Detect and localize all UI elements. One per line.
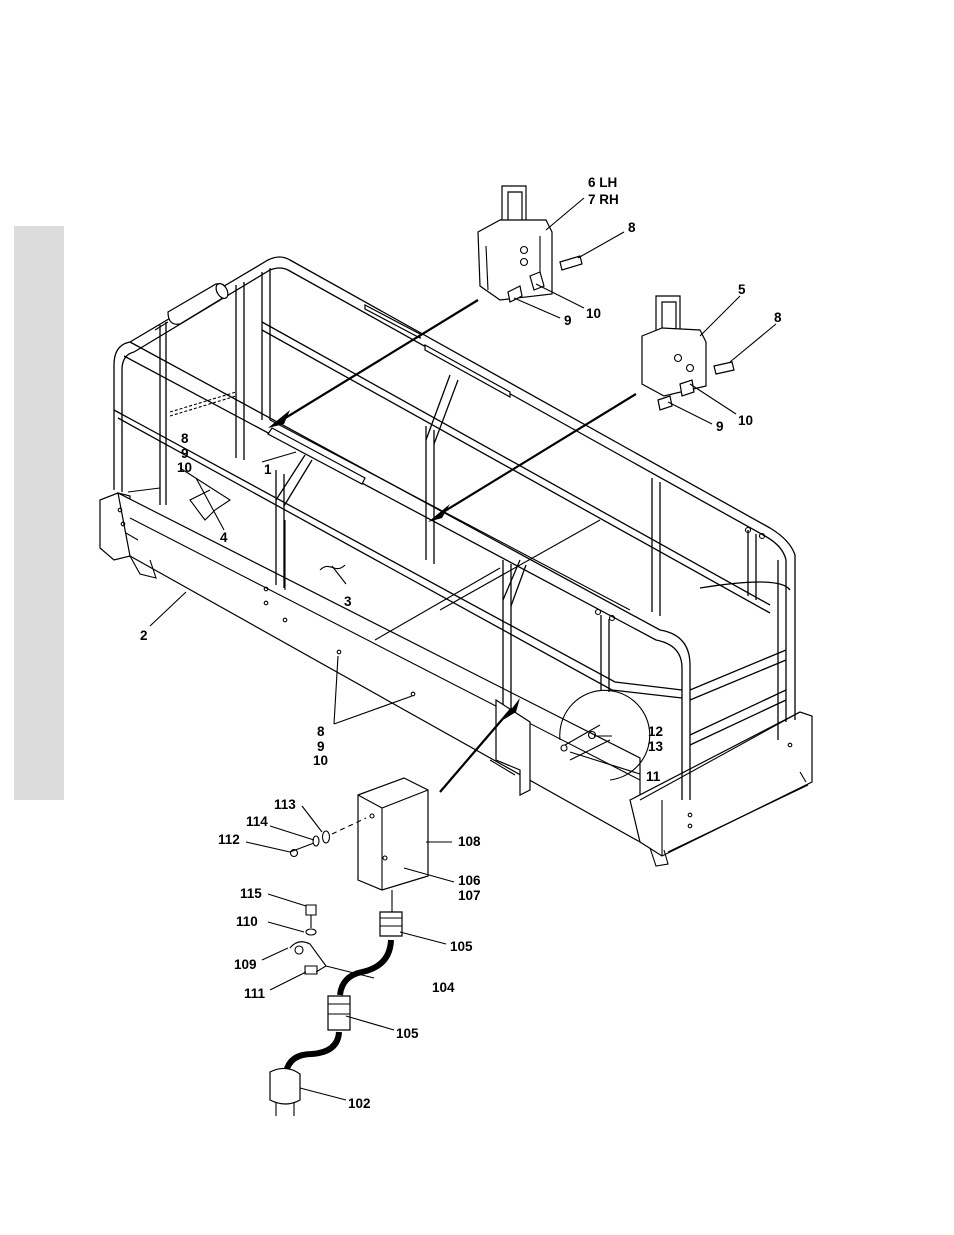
callout-12: 12 (648, 724, 663, 739)
callout-110: 110 (236, 914, 258, 929)
callout-8-left: 8 (181, 431, 189, 446)
callout-105-upper: 105 (450, 939, 473, 954)
callout-106: 106 (458, 873, 481, 888)
mounting-hardware (290, 818, 366, 974)
callout-13: 13 (648, 739, 664, 754)
callout-3: 3 (344, 594, 352, 609)
callout-102: 102 (348, 1096, 371, 1111)
junction-box (358, 778, 428, 890)
callout-5: 5 (738, 282, 746, 297)
callout-10-top: 10 (586, 306, 601, 321)
callout-105-lower: 105 (396, 1026, 419, 1041)
callout-11: 11 (646, 769, 661, 784)
callout-8-bottom: 8 (317, 724, 325, 739)
callout-6lh: 6 LH (588, 175, 617, 190)
callout-108: 108 (458, 834, 481, 849)
callout-10-bottom: 10 (313, 753, 328, 768)
callout-8-top: 8 (628, 220, 636, 235)
callout-1: 1 (264, 462, 272, 477)
callout-104: 104 (432, 980, 455, 995)
callout-9-bottom: 9 (317, 739, 325, 754)
callout-113: 113 (274, 797, 296, 812)
callout-10-left: 10 (177, 460, 192, 475)
callout-9-top: 9 (564, 313, 572, 328)
callout-111: 111 (244, 986, 266, 1001)
post-clamp-5 (642, 296, 734, 410)
callout-10-right: 10 (738, 413, 753, 428)
callout-107: 107 (458, 888, 481, 903)
callout-2: 2 (140, 628, 148, 643)
callout-8-right: 8 (774, 310, 782, 325)
callout-9-right: 9 (716, 419, 724, 434)
callout-4: 4 (220, 530, 228, 545)
callout-112: 112 (218, 832, 240, 847)
callout-109: 109 (234, 957, 257, 972)
callout-9-left: 9 (181, 446, 189, 461)
callout-114: 114 (246, 814, 268, 829)
platform-base (100, 420, 812, 866)
cable-assembly (270, 890, 402, 1116)
callout-7rh: 7 RH (588, 192, 619, 207)
callout-115: 115 (240, 886, 262, 901)
post-clamp-6-7 (478, 186, 582, 302)
